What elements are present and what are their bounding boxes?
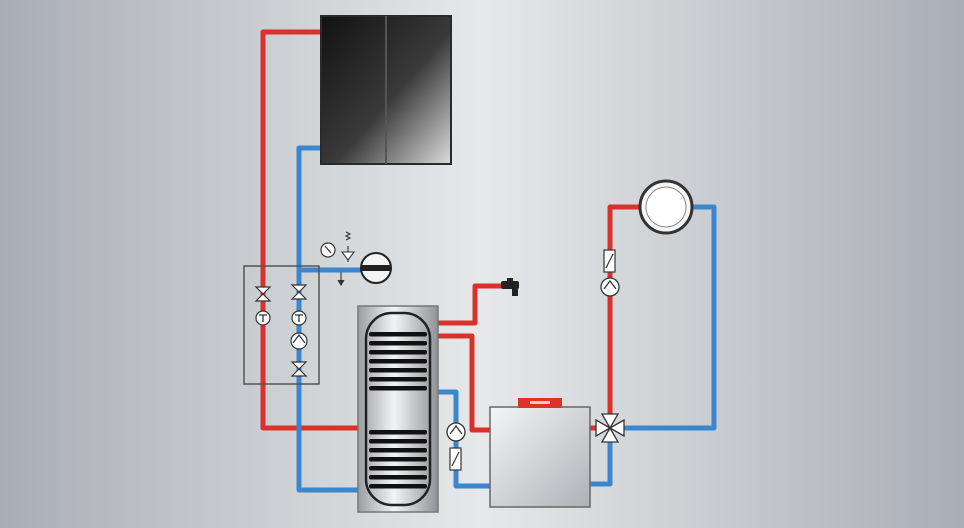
hot-water-outlet-pipe [435,283,508,326]
valve-icon [290,284,308,300]
boiler [489,398,591,508]
check-valve-icon [603,249,616,273]
heating-circuit-pump-icon [600,277,620,297]
solar-pump-station [243,265,320,385]
dual-coil-storage-cylinder [357,305,439,513]
heating-radiator [638,179,694,235]
boiler-return-pipe [587,433,613,487]
pressure-gauge-icon [320,242,336,258]
valve-icon [290,361,308,377]
expansion-vessel [360,252,392,284]
hot-water-tap-icon [501,278,519,296]
solar-flow-pipe [260,29,363,431]
three-way-mixing-valve-icon [595,413,625,443]
cylinder-charging-pump-icon [446,422,466,442]
lower-heat-exchanger-coil [369,430,427,489]
safety-valve-icon [337,231,356,287]
thermometer-icon [255,310,271,326]
thermometer-icon [291,310,307,326]
solar-circuit-pump-icon [290,332,308,350]
check-valve-icon [449,447,462,471]
heating-flow-pipe [607,204,643,423]
valve-icon [254,286,272,302]
upper-heat-exchanger-coil [369,332,427,391]
boiler-flow-to-cylinder-pipe [435,333,493,433]
heating-return-pipe [615,204,717,431]
solar-collector [320,15,452,165]
